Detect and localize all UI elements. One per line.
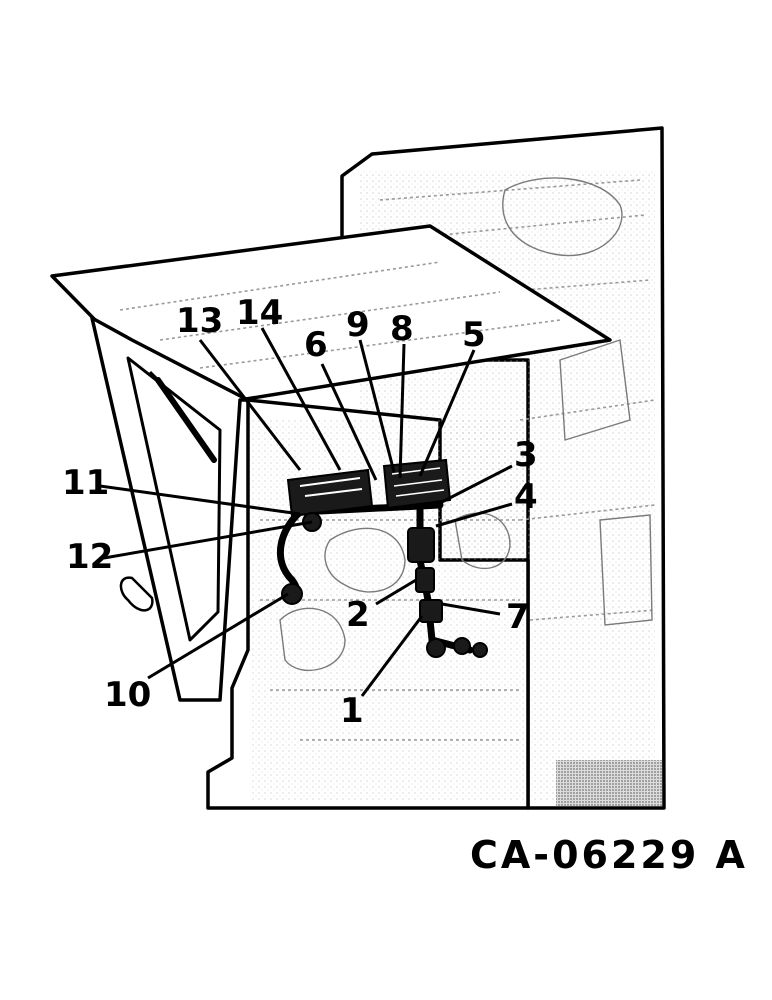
floor-shadow [556, 760, 662, 806]
callout-2: 2 [346, 595, 370, 635]
callout-14: 14 [236, 293, 283, 333]
callout-1: 1 [340, 691, 364, 731]
callout-3: 3 [514, 435, 538, 475]
switch-panel-left [286, 468, 374, 518]
callout-4: 4 [514, 477, 538, 517]
callout-10: 10 [104, 675, 151, 715]
callout-7: 7 [506, 597, 530, 637]
callout-labels: 13 14 6 9 8 5 3 4 11 12 2 7 10 1 [62, 293, 538, 731]
callout-6: 6 [304, 325, 328, 365]
callout-12: 12 [66, 537, 113, 577]
wiper-arm [148, 370, 217, 463]
connector-2 [415, 567, 435, 593]
callout-9: 9 [346, 305, 370, 345]
callout-13: 13 [176, 301, 223, 341]
callout-5: 5 [462, 315, 486, 355]
connector-10 [281, 583, 303, 605]
callout-8: 8 [390, 309, 414, 349]
callout-11: 11 [62, 463, 109, 503]
side-mirror [119, 576, 154, 612]
leader-lines [99, 327, 513, 697]
connector-7 [419, 599, 443, 623]
relay-4 [407, 527, 435, 563]
connector-1 [426, 637, 488, 658]
figure-id: CA-06229 A [470, 833, 748, 877]
